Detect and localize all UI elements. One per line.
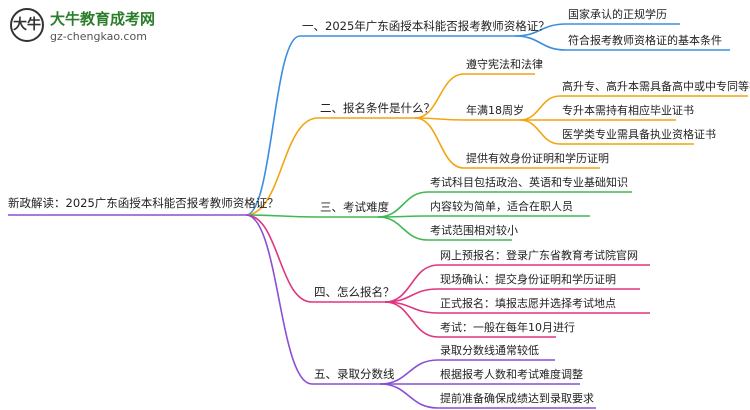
connector-root-branch-5 (245, 214, 313, 385)
branch-2-leaf-3: 提供有效身份证明和学历证明 (466, 152, 609, 165)
branch-5-leaf-2: 根据报考人数和考试难度调整 (440, 368, 583, 381)
branch-5-leaf-1: 录取分数线通常较低 (440, 344, 539, 357)
connector-b3-leaf-3 (377, 216, 429, 241)
branch-2-subleaf-3: 医学类专业需具备执业资格证书 (562, 128, 716, 141)
branch-2-leaf-2: 年满18周岁 (466, 104, 524, 117)
branch-5-leaf-3: 提前准备确保成绩达到录取要求 (440, 392, 594, 405)
branch-4-leaf-4: 考试：一般在每年10月进行 (440, 321, 575, 334)
branch-3-title: 三、考试难度 (320, 200, 389, 214)
connector-root-branch-1 (245, 35, 301, 216)
branch-4-leaf-2: 现场确认：提交身份证明和学历证明 (440, 273, 616, 286)
connector-b2-subleaf-1 (519, 95, 561, 121)
branch-1-title: 一、2025年广东函授本科能否报考教师资格证？ (302, 19, 550, 33)
branch-1-leaf-1: 国家承认的正规学历 (568, 8, 667, 21)
connector-b1-leaf-2 (514, 35, 567, 51)
branch-2-subleaf-1: 高升专、高升本需具备高中或中专同等学历 (562, 80, 750, 93)
logo-badge-icon: 大牛 (10, 8, 44, 42)
branch-2-leaf-1: 遵守宪法和法律 (466, 58, 543, 71)
connector-b4-leaf-4 (384, 301, 439, 338)
connector-b2-leaf-1 (414, 73, 465, 119)
branch-2-subleaf-2: 专升本需持有相应毕业证书 (562, 104, 694, 117)
site-logo: 大牛 大牛教育成考网 gz-chengkao.com (6, 6, 156, 52)
logo-site-url: gz-chengkao.com (50, 30, 147, 43)
branch-3-leaf-1: 考试科目包括政治、英语和专业基础知识 (430, 176, 628, 189)
branch-3-leaf-2: 内容较为简单，适合在职人员 (430, 200, 573, 213)
connector-b2-leaf-2 (414, 117, 465, 121)
connector-root-branch-3 (245, 214, 319, 218)
branch-1-leaf-2: 符合报考教师资格证的基本条件 (568, 34, 722, 47)
branch-4-leaf-1: 网上预报名：登录广东省教育考试院官网 (440, 249, 638, 262)
branch-5-title: 五、录取分数线 (314, 367, 395, 381)
connector-b2-subleaf-3 (519, 119, 561, 145)
branch-2-title: 二、报名条件是什么？ (320, 101, 435, 115)
branch-4-leaf-3: 正式报名：填报志愿并选择考试地点 (440, 297, 616, 310)
branch-4-title: 四、怎么报名？ (314, 285, 395, 299)
branch-3-leaf-3: 考试范围相对较小 (430, 224, 518, 237)
logo-site-name: 大牛教育成考网 (50, 10, 156, 28)
root-topic: 新政解读：2025广东函授本科能否报考教师资格证？ (8, 196, 279, 210)
connector-b5-leaf-3 (379, 383, 439, 409)
connector-b2-leaf-3 (414, 117, 465, 169)
connector-root-branch-2 (245, 117, 319, 216)
connector-root-branch-4 (245, 214, 313, 303)
